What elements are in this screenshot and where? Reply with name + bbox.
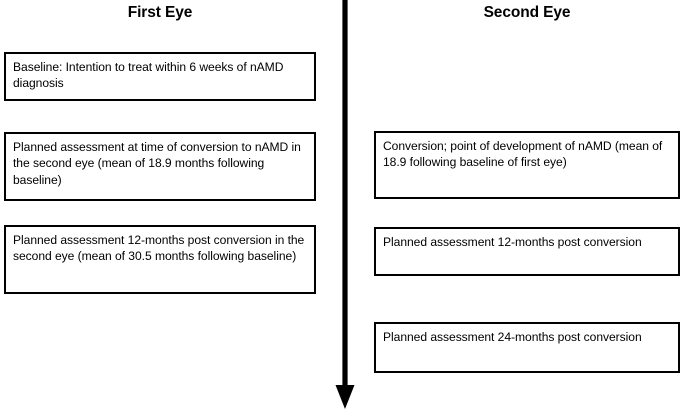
column-heading-first-eye: First Eye [127, 4, 193, 21]
flow-box-second-eye-conversion: Conversion; point of development of nAMD… [374, 131, 680, 199]
column-heading-second-eye: Second Eye [483, 4, 571, 21]
flow-box-second-eye-24-months-post-conversion: Planned assessment 24-months post conver… [374, 322, 680, 373]
flow-box-first-eye-12-months-post-conversion: Planned assessment 12-months post conver… [4, 225, 316, 294]
timeline-arrow-down-icon [335, 0, 355, 409]
flow-box-second-eye-12-months-post-conversion: Planned assessment 12-months post conver… [374, 227, 680, 276]
flow-box-first-eye-baseline: Baseline: Intention to treat within 6 we… [4, 52, 316, 101]
flow-box-first-eye-conversion-assessment: Planned assessment at time of conversion… [4, 132, 316, 201]
